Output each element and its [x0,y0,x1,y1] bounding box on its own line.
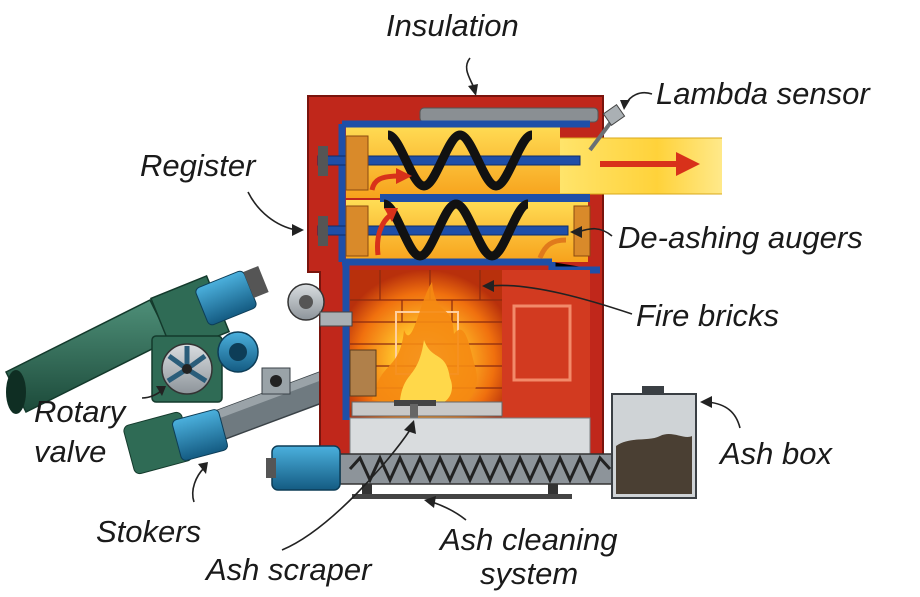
de-ashing-auger-lower [317,199,569,261]
flue-gas-outlet [560,137,722,195]
lambda-sensor [588,103,626,152]
label-register: Register [140,148,257,183]
de-ashing-auger-upper [317,130,581,191]
rotary-valve [151,331,259,403]
hopper-motor [149,266,269,356]
label-ash-box: Ash box [718,436,834,471]
ash-auger-motor [266,445,341,491]
label-stokers: Stokers [96,514,201,549]
ash-box [611,386,697,499]
ash-chamber [349,417,591,455]
fuel-feed-pipe [4,298,172,414]
label-insulation: Insulation [386,8,519,43]
label-lambda-sensor: Lambda sensor [656,76,871,111]
label-de-ashing-augers: De-ashing augers [618,220,863,255]
label-ash-cleaning-line2: system [480,556,578,591]
leader-lines [141,57,741,551]
label-ash-cleaning-line1: Ash cleaning [438,522,618,557]
label-fire-bricks: Fire bricks [636,298,779,333]
stoker-motor [123,409,228,475]
label-rotary-valve-line2: valve [34,434,106,469]
fuel-bed [349,349,503,417]
label-rotary-valve-line1: Rotary [34,394,128,429]
label-ash-scraper: Ash scraper [204,552,373,587]
insulation-layer [419,107,599,123]
fan-blower [287,283,353,327]
ash-cleaning-auger [339,453,623,499]
flue-gas-flow-arrows [369,168,567,259]
flames [372,282,477,410]
